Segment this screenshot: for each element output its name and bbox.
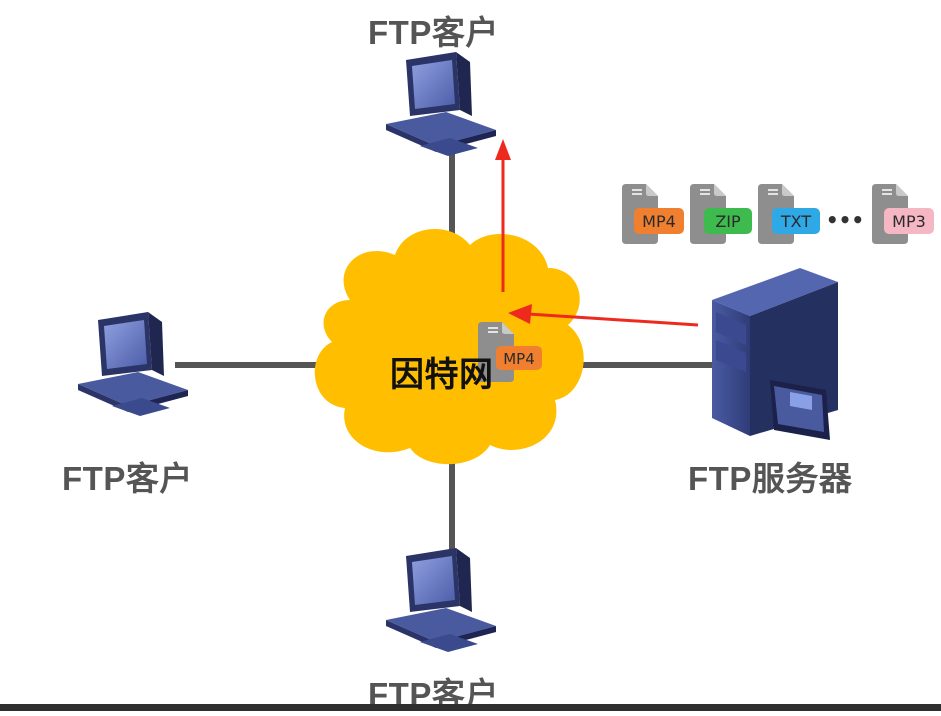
internet-cloud [314, 228, 584, 465]
file-icon-txt: TXT [757, 183, 820, 245]
server-label: FTP服务器 [688, 460, 853, 497]
computer-icon-bottom [386, 548, 496, 652]
client-top-label: FTP客户 [368, 14, 499, 51]
computer-icon-left [78, 312, 188, 416]
file-icon-zip: ZIP [689, 183, 752, 245]
file-icon-mp4: MP4 [621, 183, 684, 245]
file-label-mp4: MP4 [642, 212, 676, 231]
transfer-file-label: MP4 [503, 350, 535, 368]
arrow-server-to-internet [527, 312, 699, 327]
file-icon-mp3: MP3 [871, 183, 934, 245]
client-left-label: FTP客户 [62, 460, 193, 497]
file-ellipsis: ••• [826, 208, 864, 232]
file-label-zip: ZIP [715, 212, 741, 231]
computer-icon-top [386, 52, 496, 156]
server-icon [712, 268, 838, 440]
transfer-arrows [495, 139, 699, 327]
bottom-bar [0, 704, 941, 711]
file-label-mp3: MP3 [892, 212, 926, 231]
transfer-file-icon: MP4 [477, 321, 542, 383]
file-label-txt: TXT [780, 212, 811, 231]
internet-label: 因特网 [390, 356, 494, 394]
